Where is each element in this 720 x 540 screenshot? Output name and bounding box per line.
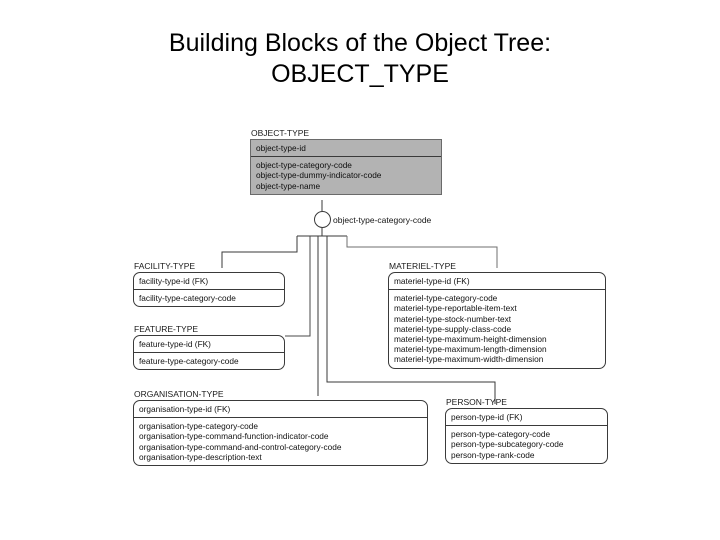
relationship-circle-icon (314, 211, 331, 228)
attribute: materiel-type-maximum-height-dimension (394, 334, 547, 345)
page-title: Building Blocks of the Object Tree: OBJE… (0, 28, 720, 90)
entity-feature-type[interactable]: FEATURE-TYPE feature-type-id (FK) featur… (133, 324, 285, 371)
attr-section-feature-type: feature-type-category-code (134, 353, 284, 369)
attribute: organisation-type-description-text (139, 451, 262, 462)
entity-name-organisation-type: ORGANISATION-TYPE (134, 389, 224, 399)
attr-section-person-type: person-type-category-code person-type-su… (446, 426, 607, 463)
attribute: facility-type-category-code (139, 293, 236, 304)
entity-box-materiel-type[interactable]: materiel-type-id (FK) materiel-type-cate… (388, 272, 606, 369)
attr-section-organisation-type: organisation-type-category-code organisa… (134, 418, 427, 465)
entity-facility-type[interactable]: FACILITY-TYPE facility-type-id (FK) faci… (133, 261, 285, 308)
pk-section-object-type: object-type-id (251, 140, 441, 158)
entity-person-type[interactable]: PERSON-TYPE person-type-id (FK) person-t… (445, 397, 608, 464)
entity-box-feature-type[interactable]: feature-type-id (FK) feature-type-catego… (133, 335, 285, 371)
pk-section-feature-type: feature-type-id (FK) (134, 336, 284, 354)
title-line-secondary: OBJECT_TYPE (271, 60, 449, 88)
pk-section-person-type: person-type-id (FK) (446, 409, 607, 427)
pk-section-materiel-type: materiel-type-id (FK) (389, 273, 605, 291)
pk-attribute: organisation-type-id (FK) (139, 404, 231, 414)
entity-box-person-type[interactable]: person-type-id (FK) person-type-category… (445, 408, 608, 464)
pk-attribute: facility-type-id (FK) (139, 276, 209, 286)
pk-attribute: feature-type-id (FK) (139, 339, 211, 349)
entity-materiel-type[interactable]: MATERIEL-TYPE materiel-type-id (FK) mate… (388, 261, 606, 369)
entity-name-person-type: PERSON-TYPE (446, 397, 507, 407)
entity-organisation-type[interactable]: ORGANISATION-TYPE organisation-type-id (… (133, 389, 428, 467)
attr-section-object-type: object-type-category-code object-type-du… (251, 157, 441, 194)
title-line-primary: Building Blocks of the Object Tree: (168, 29, 552, 57)
attribute: organisation-type-category-code (139, 421, 258, 432)
entity-name-object-type: OBJECT-TYPE (251, 128, 310, 138)
attribute: organisation-type-command-and-control-ca… (139, 441, 342, 452)
pk-attribute: person-type-id (FK) (451, 412, 523, 422)
pk-section-facility-type: facility-type-id (FK) (134, 273, 284, 291)
attribute: materiel-type-maximum-width-dimension (394, 354, 544, 365)
attribute: materiel-type-supply-class-code (394, 323, 512, 334)
entity-name-materiel-type: MATERIEL-TYPE (389, 261, 456, 271)
attribute: materiel-type-reportable-item-text (394, 303, 517, 314)
attribute: object-type-category-code (256, 160, 352, 171)
entity-object-type[interactable]: OBJECT-TYPE object-type-id object-type-c… (250, 128, 442, 195)
line-to-feature-type (285, 236, 311, 337)
attribute: object-type-dummy-indicator-code (256, 170, 382, 181)
entity-name-facility-type: FACILITY-TYPE (134, 261, 196, 271)
attribute: person-type-subcategory-code (451, 439, 564, 450)
entity-box-organisation-type[interactable]: organisation-type-id (FK) organisation-t… (133, 400, 428, 467)
entity-box-object-type[interactable]: object-type-id object-type-category-code… (250, 139, 442, 195)
pk-attribute: object-type-id (256, 143, 306, 153)
attribute: person-type-rank-code (451, 449, 535, 460)
attribute: organisation-type-command-function-indic… (139, 431, 329, 442)
attribute: object-type-name (256, 180, 321, 191)
pk-section-organisation-type: organisation-type-id (FK) (134, 401, 427, 419)
pk-attribute: materiel-type-id (FK) (394, 276, 470, 286)
attr-section-materiel-type: materiel-type-category-code materiel-typ… (389, 290, 605, 367)
attr-section-facility-type: facility-type-category-code (134, 290, 284, 306)
attribute: materiel-type-category-code (394, 293, 498, 304)
entity-name-feature-type: FEATURE-TYPE (134, 324, 199, 334)
attribute: materiel-type-maximum-length-dimension (394, 344, 547, 355)
relationship-label: object-type-category-code (333, 215, 432, 225)
entity-box-facility-type[interactable]: facility-type-id (FK) facility-type-cate… (133, 272, 285, 308)
attribute: feature-type-category-code (139, 356, 239, 367)
attribute: person-type-category-code (451, 429, 551, 440)
attribute: materiel-type-stock-number-text (394, 313, 512, 324)
